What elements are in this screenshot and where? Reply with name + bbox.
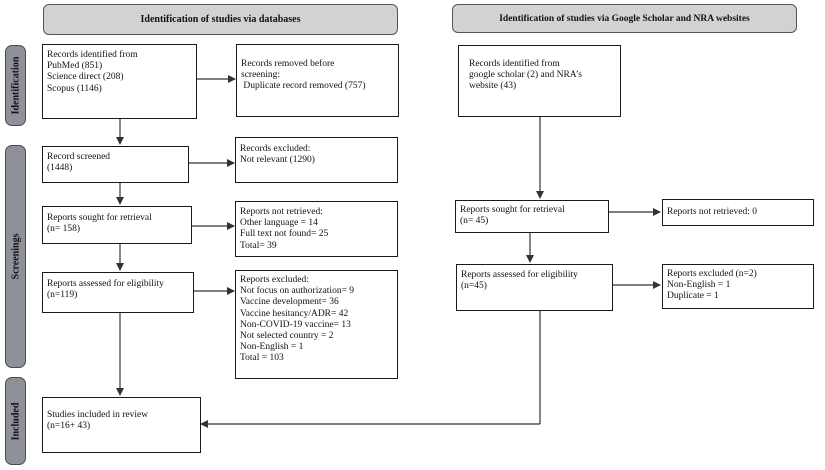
header-databases: Identification of studies via databases [43, 4, 398, 35]
box-records-excluded: Records excluded: Not relevant (1290) [235, 137, 398, 183]
box-reports-excluded: Reports excluded: Not focus on authoriza… [235, 270, 398, 379]
box-reports-excluded-line: Non-English = 1 [240, 342, 304, 353]
box-right-reports-excluded-line: Reports excluded (n=2) [667, 269, 757, 279]
box-studies-included-line: Studies included in review [47, 410, 149, 420]
box-reports-excluded-line: Vaccine hesitancy/ADR= 42 [240, 308, 349, 319]
box-right-reports-sought-line: Reports sought for retrieval [460, 205, 565, 215]
box-reports-sought-line: Reports sought for retrieval [47, 213, 152, 223]
box-records-removed: Records removed before screening: Duplic… [236, 44, 399, 117]
box-record-screened-line: (1448) [47, 163, 73, 174]
box-records-removed-line: Records removed before [241, 59, 335, 69]
box-right-reports-sought: Reports sought for retrieval (n= 45) [455, 200, 609, 233]
box-right-reports-assessed-line: (n=45) [461, 281, 487, 292]
box-right-reports-assessed: Reports assessed for eligibility (n=45) [456, 264, 613, 311]
box-records-identified-line: Records identified from [47, 50, 138, 60]
box-reports-not-retrieved-line: Total= 39 [240, 240, 277, 251]
box-reports-assessed-line: Reports assessed for eligibility [47, 279, 164, 289]
box-records-identified: Records identified from PubMed (851) Sci… [42, 44, 197, 119]
box-right-records-identified-line: Records identified from [469, 59, 560, 69]
box-studies-included: Studies included in review (n=16+ 43) [42, 397, 201, 453]
box-record-screened: Record screened (1448) [42, 146, 189, 183]
box-right-reports-sought-line: (n= 45) [460, 216, 489, 227]
box-reports-excluded-line: Total = 103 [240, 353, 284, 364]
box-reports-assessed-line: (n=119) [47, 290, 78, 301]
box-records-removed-line: screening: [241, 70, 281, 81]
box-right-records-identified: Records identified from google scholar (… [458, 45, 621, 117]
box-right-records-identified-line: google scholar (2) and NRA’s [469, 70, 582, 81]
header-scholar-nra: Identification of studies via Google Sch… [452, 4, 797, 33]
box-reports-excluded-line: Non-COVID-19 vaccine= 13 [240, 319, 351, 330]
box-right-reports-assessed-line: Reports assessed for eligibility [461, 270, 578, 280]
box-reports-not-retrieved-line: Reports not retrieved: [240, 207, 323, 217]
box-reports-not-retrieved-line: Other language = 14 [240, 218, 318, 229]
box-reports-excluded-line: Vaccine development= 36 [240, 297, 339, 308]
box-right-reports-excluded-line: Duplicate = 1 [667, 291, 719, 302]
box-reports-not-retrieved: Reports not retrieved: Other language = … [235, 201, 398, 257]
box-reports-sought: Reports sought for retrieval (n= 158) [42, 206, 192, 244]
box-reports-excluded-line: Not focus on authorization= 9 [240, 286, 355, 297]
box-reports-excluded-line: Reports excluded: [240, 275, 309, 285]
box-studies-included-line: (n=16+ 43) [47, 421, 91, 432]
box-reports-sought-line: (n= 158) [47, 224, 81, 235]
phase-screenings: Screenings [5, 145, 26, 368]
box-records-excluded-line: Not relevant (1290) [240, 155, 315, 166]
box-reports-excluded-line: Not selected country = 2 [240, 331, 334, 342]
box-records-excluded-line: Records excluded: [240, 144, 311, 154]
box-records-identified-line: PubMed (851) [47, 61, 103, 72]
box-right-reports-not-retrieved: Reports not retrieved: 0 [662, 199, 814, 226]
box-records-removed-line: Duplicate record removed (757) [241, 81, 366, 92]
box-right-reports-not-retrieved-line: Reports not retrieved: 0 [667, 207, 757, 217]
box-record-screened-line: Record screened [47, 152, 111, 162]
phase-identification: Identification [5, 45, 26, 126]
box-records-identified-line: Science direct (208) [47, 72, 124, 83]
box-reports-assessed: Reports assessed for eligibility (n=119) [42, 272, 194, 313]
box-reports-not-retrieved-line: Full text not found= 25 [240, 229, 329, 240]
box-right-reports-excluded-line: Non-English = 1 [667, 280, 731, 291]
box-right-records-identified-line: website (43) [469, 81, 517, 92]
box-records-identified-line: Scopus (1146) [47, 83, 102, 94]
box-right-reports-excluded: Reports excluded (n=2) Non-English = 1 D… [662, 264, 814, 309]
phase-included: Included [5, 377, 26, 465]
